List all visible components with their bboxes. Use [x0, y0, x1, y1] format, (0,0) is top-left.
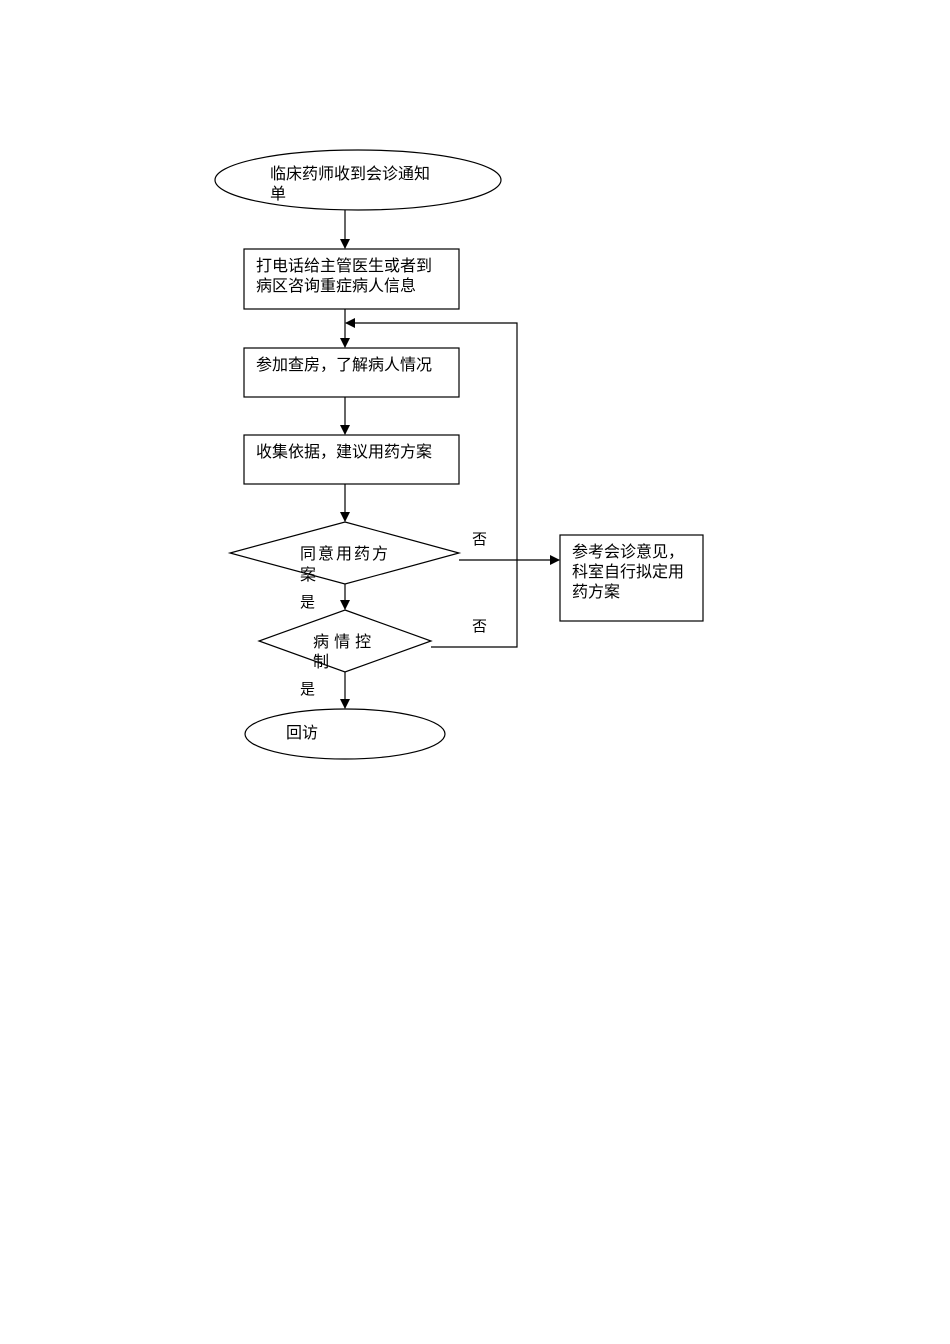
- end-node-label: 回访: [286, 723, 319, 742]
- contact-doctor-label: 打电话给主管医生或者到 病区咨询重症病人信息: [256, 256, 433, 295]
- edge-label-agree-yes: 是: [300, 593, 316, 611]
- ward-rounds-label: 参加查房，了解病人情况: [256, 355, 433, 374]
- edge-label-control-yes: 是: [300, 680, 316, 698]
- contact-doctor-box: [243, 248, 460, 310]
- control-decision-label-line1: 病 情 控: [313, 632, 372, 651]
- edge-label-agree-no: 否: [472, 530, 488, 548]
- ward-rounds-box: [243, 347, 460, 398]
- collect-evidence-label: 收集依据，建议用药方案: [256, 442, 433, 461]
- agree-decision-label-line1: 同意用药方: [300, 544, 391, 563]
- department-plan-box: [559, 534, 704, 622]
- agree-decision-label-line2: 案: [300, 565, 317, 584]
- start-node-label: 临床药师收到会诊通知 单: [270, 164, 431, 203]
- collect-evidence-box: [243, 434, 460, 485]
- edge-label-control-no: 否: [472, 617, 488, 635]
- end-node: [244, 708, 446, 760]
- department-plan-label: 参考会诊意见， 科室自行拟定用 药方案: [572, 542, 685, 601]
- start-node: [214, 149, 502, 211]
- edge-control-no-loop: [345, 318, 518, 648]
- control-decision-label-line2: 制: [313, 652, 330, 671]
